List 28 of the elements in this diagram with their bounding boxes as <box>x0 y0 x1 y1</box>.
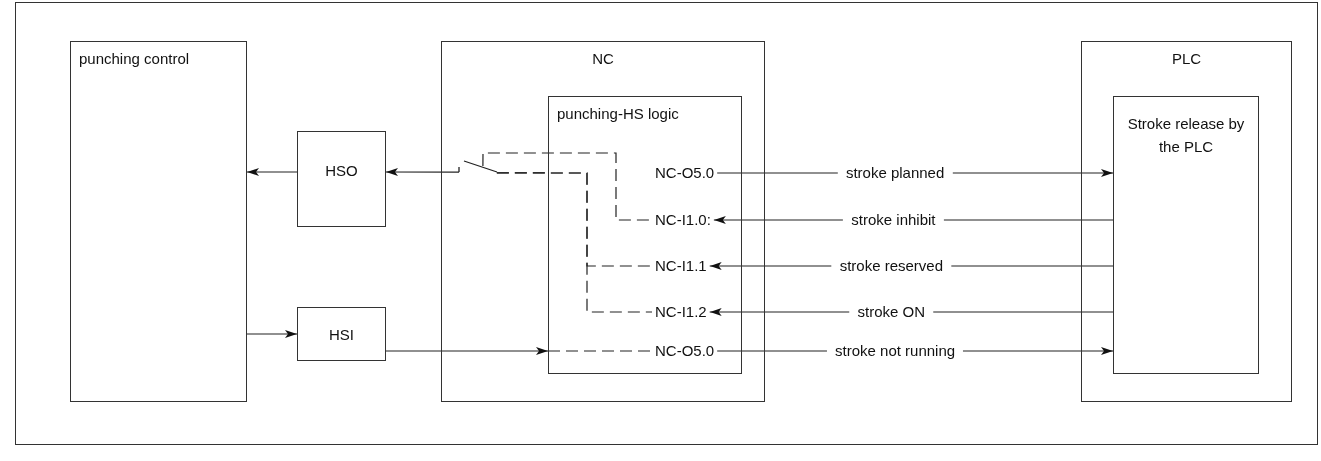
block-title: PLC <box>1170 50 1203 68</box>
signal-name: NC-I1.0: <box>655 210 711 230</box>
edge-label: stroke planned <box>837 164 953 182</box>
block-title: HSO <box>324 162 359 180</box>
unit-block <box>1081 41 1292 402</box>
arrow <box>246 168 298 176</box>
arrow <box>246 330 298 338</box>
signal-name: NC-I1.2 <box>655 302 707 322</box>
edge-label: stroke not running <box>827 342 964 360</box>
block-title: HSI <box>328 326 355 344</box>
switch-symbol <box>455 158 500 176</box>
block-title: Stroke release by the PLC <box>1126 114 1246 157</box>
block-title: punching control <box>79 50 190 68</box>
signal-name: NC-I1.1 <box>655 256 707 276</box>
interface-block <box>297 307 386 361</box>
arrow <box>385 347 549 355</box>
unit-block <box>441 41 765 402</box>
logic-block <box>1113 96 1259 374</box>
signal-name: NC-O5.0 <box>655 341 715 361</box>
signal-name: NC-O5.0 <box>655 163 715 183</box>
connector-line <box>496 172 653 313</box>
arrow <box>385 168 460 176</box>
block-title: NC <box>591 50 615 68</box>
logic-block <box>548 96 742 374</box>
connector-line <box>547 350 653 352</box>
control-block <box>70 41 247 402</box>
block-title: punching-HS logic <box>557 105 679 123</box>
interface-block <box>297 131 386 227</box>
